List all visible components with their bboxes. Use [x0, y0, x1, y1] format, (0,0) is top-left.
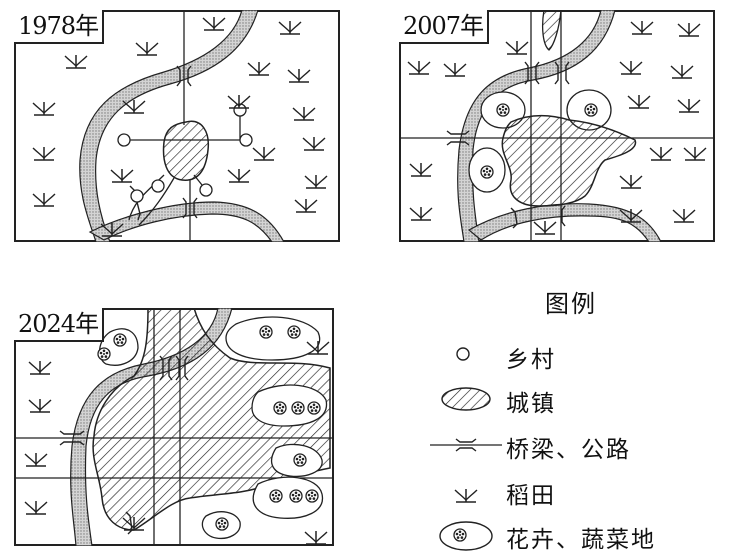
legend-item-village: 乡村 [430, 336, 730, 376]
legend-label-village: 乡村 [506, 347, 556, 373]
flower-vegetable-field-icon [439, 521, 493, 551]
legend-item-town: 城镇 [430, 380, 730, 420]
year-label-2024: 2024年 [14, 308, 105, 342]
river-branch [88, 201, 285, 242]
bridge-road-icon [430, 438, 502, 452]
map-2007: 2007年 [399, 10, 715, 242]
legend-item-flower: 花卉、蔬菜地 [430, 516, 730, 556]
map-1978: 1978年 [14, 10, 340, 242]
map-2007-drawing [399, 10, 715, 242]
bridge [59, 355, 189, 535]
map-2024: 2024年 [14, 308, 334, 546]
legend-label-town: 城镇 [506, 391, 556, 417]
town-hatched-area-icon [441, 387, 491, 411]
map-1978-drawing [14, 10, 340, 242]
bridge [446, 61, 570, 229]
village-circle-icon [456, 347, 470, 361]
town-1978 [162, 120, 210, 181]
legend-label-bridge-road: 桥梁、公路 [506, 437, 631, 463]
town-2024 [92, 308, 331, 531]
town-2007 [501, 115, 637, 207]
flower-field [225, 316, 321, 361]
legend-title: 图例 [545, 290, 597, 318]
map-2024-drawing [14, 308, 334, 546]
flower-field [252, 476, 324, 519]
legend-item-rice: 稻田 [430, 472, 730, 512]
flower-field [251, 384, 328, 427]
legend: 图例 乡村 城镇 桥梁、公路 稻田 花卉、蔬菜地 [430, 280, 730, 560]
legend-label-rice: 稻田 [506, 483, 556, 509]
year-label-1978: 1978年 [14, 10, 105, 44]
river [457, 10, 616, 242]
legend-label-flower: 花卉、蔬菜地 [506, 527, 656, 553]
river [79, 10, 259, 242]
year-label-2007: 2007年 [399, 10, 490, 44]
legend-item-bridge-road: 桥梁、公路 [430, 426, 730, 466]
rice-paddy-icon [454, 488, 478, 503]
village [117, 103, 253, 203]
